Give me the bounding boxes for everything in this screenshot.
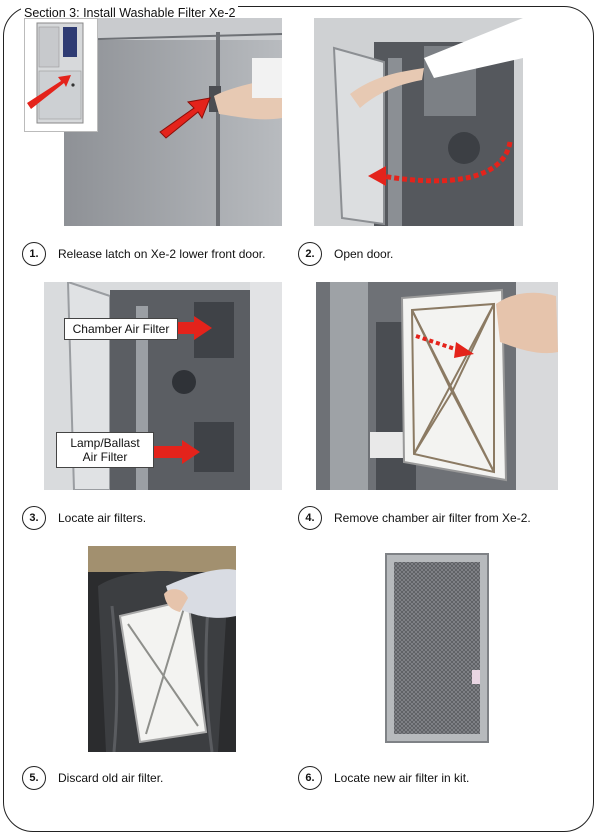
step-number: 1.	[22, 242, 46, 266]
step-5: 5. Discard old air filter.	[22, 766, 163, 790]
callout-text: Air Filter	[82, 450, 128, 464]
step-number: 4.	[298, 506, 322, 530]
step-6: 6. Locate new air filter in kit.	[298, 766, 469, 790]
step-number: 5.	[22, 766, 46, 790]
photo-discard-filter	[88, 546, 236, 752]
photo-open-door	[314, 18, 523, 226]
arrow-icon	[159, 97, 211, 139]
callout-lamp-ballast-filter: Lamp/Ballast Air Filter	[56, 432, 154, 468]
dashed-arrow-icon	[415, 334, 459, 352]
step-text: Open door.	[334, 247, 394, 261]
callout-text: Lamp/Ballast	[70, 436, 140, 450]
step-text: Release latch on Xe-2 lower front door.	[58, 247, 266, 261]
step-text: Remove chamber air filter from Xe-2.	[334, 511, 531, 525]
step-text: Locate new air filter in kit.	[334, 771, 470, 785]
arrow-icon	[152, 440, 200, 464]
section-title: Section 3: Install Washable Filter Xe-2	[21, 6, 239, 20]
arrow-icon	[368, 166, 386, 186]
photo-release-latch	[64, 18, 282, 226]
photo-remove-filter	[316, 282, 558, 490]
step-2: 2. Open door.	[298, 242, 393, 266]
step-text: Locate air filters.	[58, 511, 147, 525]
step-number: 6.	[298, 766, 322, 790]
step-3: 3. Locate air filters.	[22, 506, 146, 530]
photo-machine-inset	[24, 18, 98, 132]
step-4: 4. Remove chamber air filter from Xe-2.	[298, 506, 531, 530]
photo-new-filter	[384, 552, 490, 744]
curved-arrow-icon	[381, 141, 513, 184]
callout-chamber-air-filter: Chamber Air Filter	[64, 318, 178, 340]
step-text: Discard old air filter.	[58, 771, 164, 785]
section-frame: Section 3: Install Washable Filter Xe-2	[3, 6, 594, 832]
step-number: 3.	[22, 506, 46, 530]
step-1: 1. Release latch on Xe-2 lower front doo…	[22, 242, 265, 266]
step-number: 2.	[298, 242, 322, 266]
callout-text: Chamber Air Filter	[72, 322, 170, 336]
arrow-icon	[27, 75, 71, 109]
arrow-icon	[454, 342, 474, 358]
